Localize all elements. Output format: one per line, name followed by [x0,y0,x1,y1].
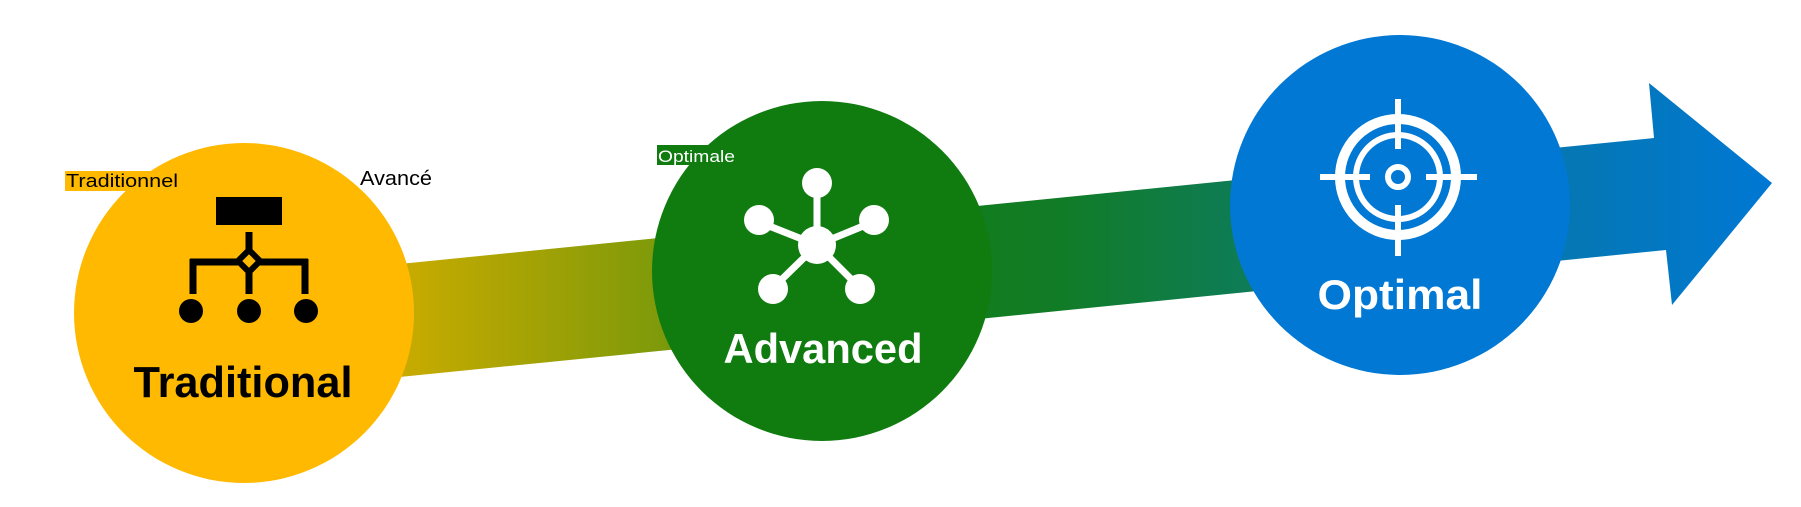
stage-label-advanced: Advanced [724,325,923,372]
stage-optimal: Optimal [1230,35,1570,375]
translation-text-optimale: Optimale [658,147,735,166]
translation-labels: Traditionnel Avancé Optimale [65,145,735,191]
stage-label-traditional: Traditional [134,358,353,407]
stage-traditional: Traditional [74,143,414,483]
translation-text-avance: Avancé [360,168,432,190]
network-icon [744,168,889,304]
target-icon [1320,99,1477,256]
translation-optimale: Optimale [657,145,735,166]
hierarchy-icon [179,197,318,323]
translation-highlight-optimale [657,145,710,165]
translation-text-traditionnel: Traditionnel [66,171,178,191]
stage-label-optimal: Optimal [1318,271,1483,318]
translation-traditionnel: Traditionnel [65,171,178,191]
translation-avance: Avancé [360,168,432,190]
translation-highlight-traditionnel [65,171,157,191]
stage-circle-advanced [652,101,992,441]
stage-advanced: Advanced [652,101,992,441]
